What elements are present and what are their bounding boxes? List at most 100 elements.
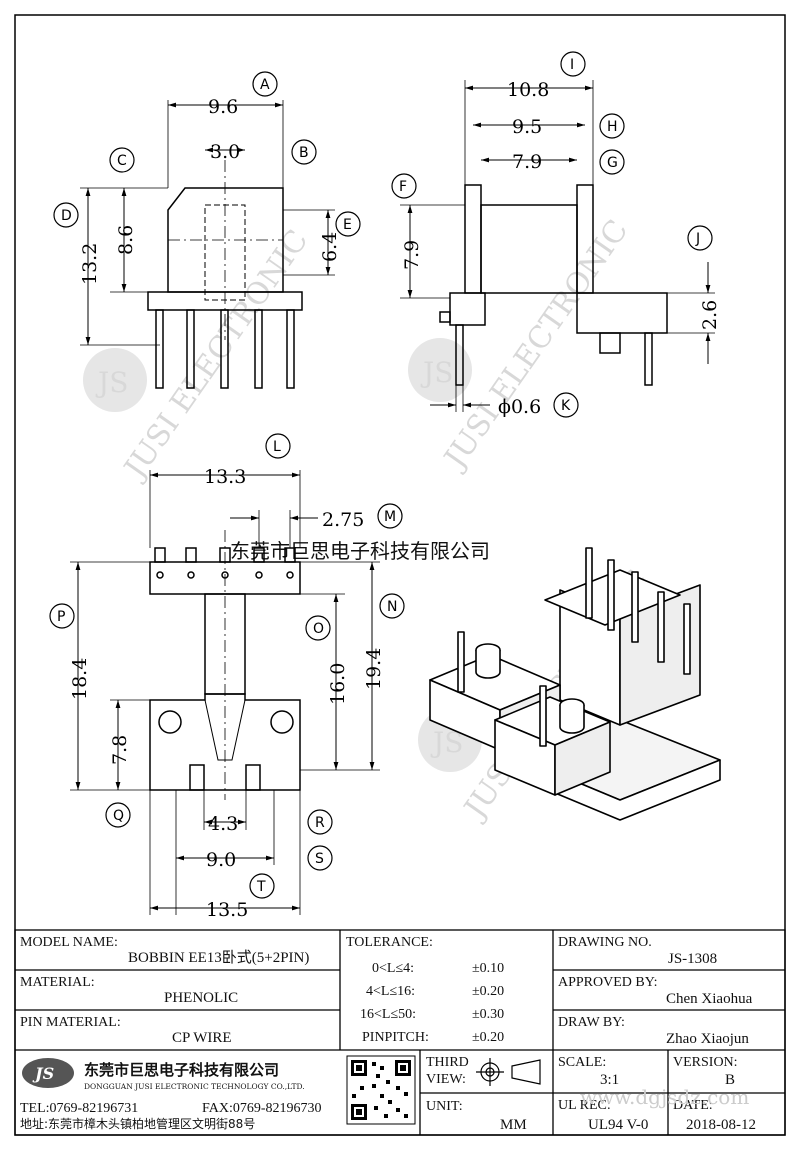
callout-H: H	[599, 113, 625, 139]
iso-pin	[657, 591, 665, 663]
svg-text:H: H	[607, 119, 618, 135]
callout-K: K	[553, 392, 579, 418]
svg-text:M: M	[384, 509, 396, 525]
drawing-no-value: JS-1308	[668, 951, 717, 967]
side-pin-right	[644, 332, 653, 386]
dim-value-O: 16.0	[327, 663, 349, 705]
svg-text:D: D	[61, 208, 72, 224]
tolerance-value: ±0.10	[472, 961, 504, 976]
version-label: VERSION:	[673, 1055, 738, 1070]
callout-G: G	[599, 149, 625, 175]
watermark-company-banner: 东莞市巨思电子科技有限公司	[230, 539, 490, 563]
dim-value-R: 4.3	[208, 813, 238, 835]
side-winding-area	[480, 204, 578, 294]
dim-value-T: 13.5	[206, 899, 248, 921]
pin-material-value: CP WIRE	[172, 1030, 232, 1046]
svg-text:O: O	[313, 621, 324, 637]
tolerance-value: ±0.20	[472, 984, 504, 999]
front-pin	[220, 309, 229, 389]
callout-I: I	[560, 51, 586, 77]
side-tab	[439, 311, 451, 323]
unit-label: UNIT:	[426, 1099, 463, 1114]
company-fax: FAX:0769-82196730	[202, 1101, 322, 1116]
dim-value-D: 13.2	[79, 243, 101, 285]
svg-text:T: T	[256, 879, 266, 895]
dim-value-B: 3.0	[210, 141, 240, 163]
approved-by-value: Chen Xiaohua	[666, 991, 753, 1007]
dim-value-L: 13.3	[204, 466, 246, 488]
svg-text:J: J	[695, 231, 700, 247]
side-standoff	[599, 332, 621, 354]
company-address: 地址:东莞市樟木头镇柏地管理区文明街88号	[20, 1116, 255, 1131]
callout-T: T	[249, 873, 275, 899]
svg-text:F: F	[399, 179, 407, 195]
bottom-mount-hole-left	[158, 710, 182, 734]
bottom-pin-hole	[187, 571, 195, 579]
side-view	[400, 80, 715, 412]
dim-value-E: 6.4	[319, 232, 341, 262]
front-pin	[186, 309, 195, 389]
dim-value-P: 18.4	[69, 658, 91, 700]
unit-value: MM	[500, 1117, 527, 1133]
front-pins	[155, 309, 295, 389]
dim-value-A: 9.6	[208, 96, 238, 118]
material-value: PHENOLIC	[164, 990, 238, 1006]
draw-by-label: DRAW BY:	[558, 1015, 625, 1030]
svg-text:B: B	[299, 145, 309, 161]
svg-text:L: L	[273, 439, 281, 455]
callout-C: C	[109, 147, 135, 173]
third-view-label-line1: THIRD	[426, 1055, 469, 1070]
callout-B: B	[291, 139, 317, 165]
scale-value: 3:1	[600, 1072, 619, 1088]
watermark-logo-text-1: JS	[95, 366, 128, 399]
iso-standoff-body	[475, 650, 501, 679]
svg-text:G: G	[607, 155, 618, 171]
dim-value-Q: 7.8	[109, 735, 131, 765]
side-base-right	[576, 292, 668, 334]
callout-M: M	[377, 503, 403, 529]
dim-value-I: 10.8	[507, 79, 549, 101]
watermark-logo-1	[83, 348, 147, 412]
front-pin	[155, 309, 164, 389]
bottom-slot	[245, 764, 261, 791]
iso-pin	[539, 685, 547, 747]
tolerance-label: TOLERANCE:	[346, 935, 433, 950]
pin-material-label: PIN MATERIAL:	[20, 1015, 121, 1030]
callout-E: E	[335, 211, 361, 237]
drawing-no-label: DRAWING NO.	[558, 935, 652, 950]
svg-text:N: N	[387, 599, 397, 615]
dim-value-C: 8.6	[115, 225, 137, 255]
callout-A: A	[252, 71, 278, 97]
dim-value-M: 2.75	[322, 509, 364, 531]
bottom-pin-hole	[156, 571, 164, 579]
front-pin	[254, 309, 263, 389]
qr-code	[346, 1055, 416, 1125]
bottom-pin-hole	[286, 571, 294, 579]
dim-value-S: 9.0	[206, 849, 236, 871]
tolerance-range: 4<L≤16:	[366, 984, 415, 999]
dim-value-F: 7.9	[401, 240, 423, 270]
draw-by-value: Zhao Xiaojun	[666, 1031, 749, 1047]
model-name-value: BOBBIN EE13卧式(5+2PIN)	[128, 949, 309, 966]
tolerance-value: ±0.30	[472, 1007, 504, 1022]
third-angle-projection-icon	[476, 1058, 541, 1086]
third-view-label-line2: VIEW:	[426, 1072, 466, 1087]
bottom-mount-hole-right	[270, 710, 294, 734]
iso-pin	[683, 603, 691, 675]
watermark-brand-2: JUSI ELECTRONIC	[436, 214, 635, 478]
company-name-cn: 东莞市巨思电子科技有限公司	[84, 1061, 279, 1079]
material-label: MATERIAL:	[20, 975, 95, 990]
site-watermark: www.dgjsdz.com	[580, 1085, 749, 1109]
callout-D: D	[53, 202, 79, 228]
company-name-en: DONGGUAN JUSI ELECTRONIC TECHNOLOGY CO.,…	[84, 1082, 305, 1091]
callout-P: P	[49, 603, 75, 629]
model-name-label: MODEL NAME:	[20, 935, 118, 950]
date-label: DATE:	[673, 1098, 713, 1113]
isometric-view	[429, 547, 721, 821]
callout-S: S	[307, 845, 333, 871]
bottom-pin-stub	[185, 547, 197, 563]
callout-labels: A B C D E F G H I J K L M N O P Q R S T	[49, 51, 713, 899]
svg-text:P: P	[57, 609, 65, 625]
side-flange-left	[464, 184, 482, 294]
